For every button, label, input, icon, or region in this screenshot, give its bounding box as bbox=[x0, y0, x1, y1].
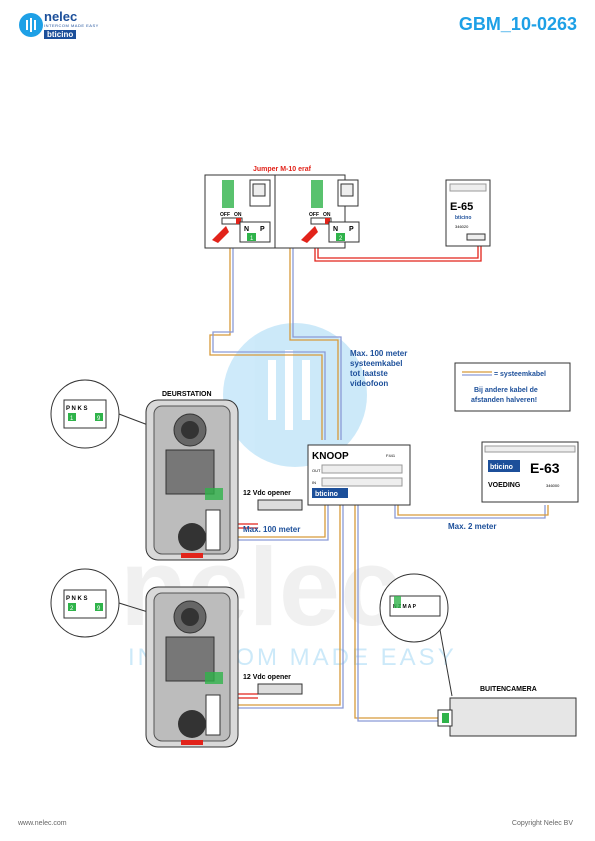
svg-text:N: N bbox=[244, 226, 249, 233]
document-code: GBM_10-0263 bbox=[458, 14, 577, 34]
cable-monitor2 bbox=[289, 248, 339, 440]
cable-red-e65 bbox=[317, 240, 479, 259]
e65-module: E-65 bticino 346020 bbox=[445, 179, 491, 247]
opener-1: 12 Vdc opener bbox=[243, 490, 303, 511]
svg-text:12 Vdc opener: 12 Vdc opener bbox=[243, 490, 291, 497]
cable-camera bbox=[354, 505, 438, 719]
svg-text:9: 9 bbox=[97, 416, 101, 422]
svg-text:OUT: OUT bbox=[312, 468, 321, 473]
e63-power-supply: bticino E-63 VOEDING 346000 bbox=[481, 441, 579, 503]
cable-monitor1 bbox=[209, 248, 323, 440]
svg-text:ON: ON bbox=[323, 212, 331, 218]
red-arrow-icon bbox=[301, 226, 318, 243]
legend: = systeemkabel Bij andere kabel de afsta… bbox=[454, 362, 571, 412]
monitor-1: OFF ON N P 1 bbox=[212, 179, 271, 243]
knoop-f441: KNOOP F441 OUT IN bticino bbox=[307, 444, 411, 506]
svg-text:= systeemkabel: = systeemkabel bbox=[494, 371, 546, 378]
svg-text:1: 1 bbox=[70, 416, 74, 422]
svg-text:tot laatste: tot laatste bbox=[350, 369, 388, 378]
svg-text:N: N bbox=[333, 226, 338, 233]
brand-tagline: INTERCOM MADE EASY bbox=[44, 23, 99, 28]
svg-text:IN: IN bbox=[312, 480, 316, 485]
svg-text:2: 2 bbox=[339, 236, 343, 242]
buitencamera-label: BUITENCAMERA bbox=[480, 686, 537, 693]
red-arrow-icon bbox=[212, 226, 229, 243]
cable-knoop-e63-b bbox=[397, 505, 549, 516]
svg-text:346020: 346020 bbox=[455, 224, 469, 229]
camera-inset: N Z M A P bbox=[379, 573, 449, 643]
jumper-label: Jumper M-10 eraf bbox=[253, 166, 312, 173]
outdoor-camera bbox=[437, 697, 577, 737]
distance-label-top: Max. 100 meter systeemkabel tot laatste … bbox=[350, 349, 407, 388]
svg-text:systeemkabel: systeemkabel bbox=[350, 359, 402, 368]
svg-text:P: P bbox=[349, 226, 354, 233]
svg-text:OFF: OFF bbox=[220, 212, 230, 218]
brand-sub: bticino bbox=[44, 30, 77, 39]
svg-text:videofoon: videofoon bbox=[350, 379, 388, 388]
door-station-1 bbox=[145, 399, 239, 561]
svg-text:bticino: bticino bbox=[315, 491, 338, 498]
svg-text:P: P bbox=[260, 226, 265, 233]
svg-text:VOEDING: VOEDING bbox=[488, 482, 521, 489]
cable-camera-b bbox=[357, 505, 438, 722]
svg-text:P N K S: P N K S bbox=[66, 406, 88, 412]
cable-knoop-e63 bbox=[394, 505, 546, 519]
door-station-2 bbox=[145, 586, 239, 748]
monitor-2: OFF ON N P 2 bbox=[301, 179, 360, 243]
svg-text:E-63: E-63 bbox=[530, 460, 560, 476]
inset-2: P N K S 2 9 bbox=[50, 568, 120, 638]
svg-text:KNOOP: KNOOP bbox=[312, 451, 349, 462]
svg-text:12 Vdc opener: 12 Vdc opener bbox=[243, 674, 291, 681]
svg-text:1: 1 bbox=[250, 236, 254, 242]
footer-website: www.nelec.com bbox=[18, 820, 67, 827]
distance-label-mid: Max. 100 meter bbox=[243, 525, 300, 534]
svg-text:N Z M A P: N Z M A P bbox=[393, 604, 417, 610]
svg-text:afstanden halveren!: afstanden halveren! bbox=[471, 397, 537, 404]
opener-2: 12 Vdc opener bbox=[243, 674, 303, 695]
svg-text:9: 9 bbox=[97, 606, 101, 612]
svg-text:bticino: bticino bbox=[490, 464, 513, 471]
footer-copyright: Copyright Nelec BV bbox=[511, 820, 573, 827]
svg-text:P N K S: P N K S bbox=[66, 596, 88, 602]
cable-monitor2-b bbox=[292, 248, 342, 440]
svg-text:OFF: OFF bbox=[309, 212, 319, 218]
inset-1: P N K S 1 9 bbox=[50, 379, 120, 449]
deurstation-label: DEURSTATION bbox=[162, 391, 212, 398]
cable-red-e65-b bbox=[314, 242, 482, 262]
svg-text:ON: ON bbox=[234, 212, 242, 218]
svg-text:F441: F441 bbox=[386, 453, 396, 458]
svg-text:Bij andere kabel de: Bij andere kabel de bbox=[474, 387, 538, 394]
nelec-logo-icon bbox=[19, 13, 43, 37]
svg-text:2: 2 bbox=[70, 606, 74, 612]
brand-name: nelec bbox=[44, 9, 78, 24]
cable-monitor1-b bbox=[212, 248, 326, 440]
svg-text:bticino: bticino bbox=[455, 215, 471, 221]
distance-label-2m: Max. 2 meter bbox=[448, 522, 496, 531]
svg-text:Max. 100 meter: Max. 100 meter bbox=[350, 349, 407, 358]
svg-text:E-65: E-65 bbox=[450, 201, 473, 213]
svg-text:346000: 346000 bbox=[546, 483, 560, 488]
